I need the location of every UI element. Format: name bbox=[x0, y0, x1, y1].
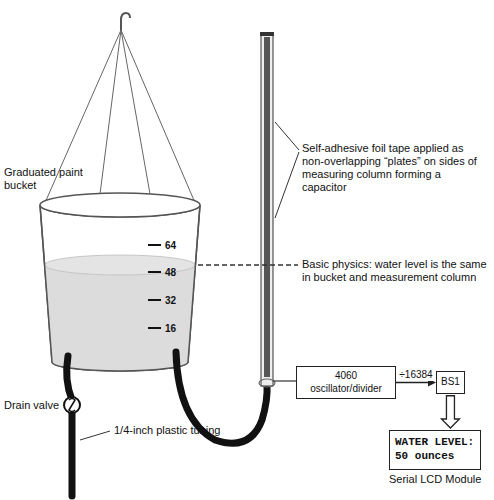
sense-wire bbox=[273, 380, 298, 381]
part-label: 1/4-inch plastic tubing bbox=[114, 424, 254, 437]
box-text: BS1 bbox=[441, 376, 460, 389]
leader-lines bbox=[80, 122, 299, 440]
part-label: Drain valve bbox=[4, 399, 64, 412]
oscillator-box: 4060 oscillator/divider bbox=[296, 366, 396, 399]
callout-note: Self-adhesive foil tape applied as non-o… bbox=[302, 142, 488, 194]
microcontroller-box: BS1 bbox=[436, 371, 465, 394]
connector bbox=[441, 396, 459, 428]
box-outline: 4060 oscillator/divider bbox=[296, 366, 396, 399]
foil-tape bbox=[264, 37, 270, 377]
bucket-body bbox=[40, 205, 200, 371]
box-text: 4060 oscillator/divider bbox=[299, 370, 393, 395]
part-label: Graduated paint bucket bbox=[4, 166, 89, 192]
level-line bbox=[198, 264, 298, 265]
graduation-number: 16 bbox=[165, 322, 176, 335]
drain-valve bbox=[64, 397, 80, 413]
hanging-strings bbox=[44, 30, 196, 205]
graduation-ticks bbox=[148, 245, 161, 328]
drain-tube bbox=[67, 356, 72, 496]
box-outline: BS1 bbox=[436, 371, 465, 394]
edge-label: ÷16384 bbox=[398, 369, 433, 381]
callout-note: Basic physics: water level is the same i… bbox=[302, 258, 488, 284]
lcd-module: WATER LEVEL: 50 ouncesSerial LCD Module bbox=[389, 430, 481, 485]
box-outline: WATER LEVEL: 50 ounces bbox=[389, 430, 481, 470]
measuring-column bbox=[261, 34, 273, 386]
graduation-number: 48 bbox=[165, 266, 176, 279]
lcd-text: WATER LEVEL: 50 ounces bbox=[395, 436, 474, 464]
graduation-number: 64 bbox=[165, 239, 176, 252]
bucket-rim bbox=[40, 193, 200, 217]
hook bbox=[121, 13, 130, 30]
module-caption: Serial LCD Module bbox=[389, 473, 481, 485]
graduation-number: 32 bbox=[165, 294, 176, 307]
